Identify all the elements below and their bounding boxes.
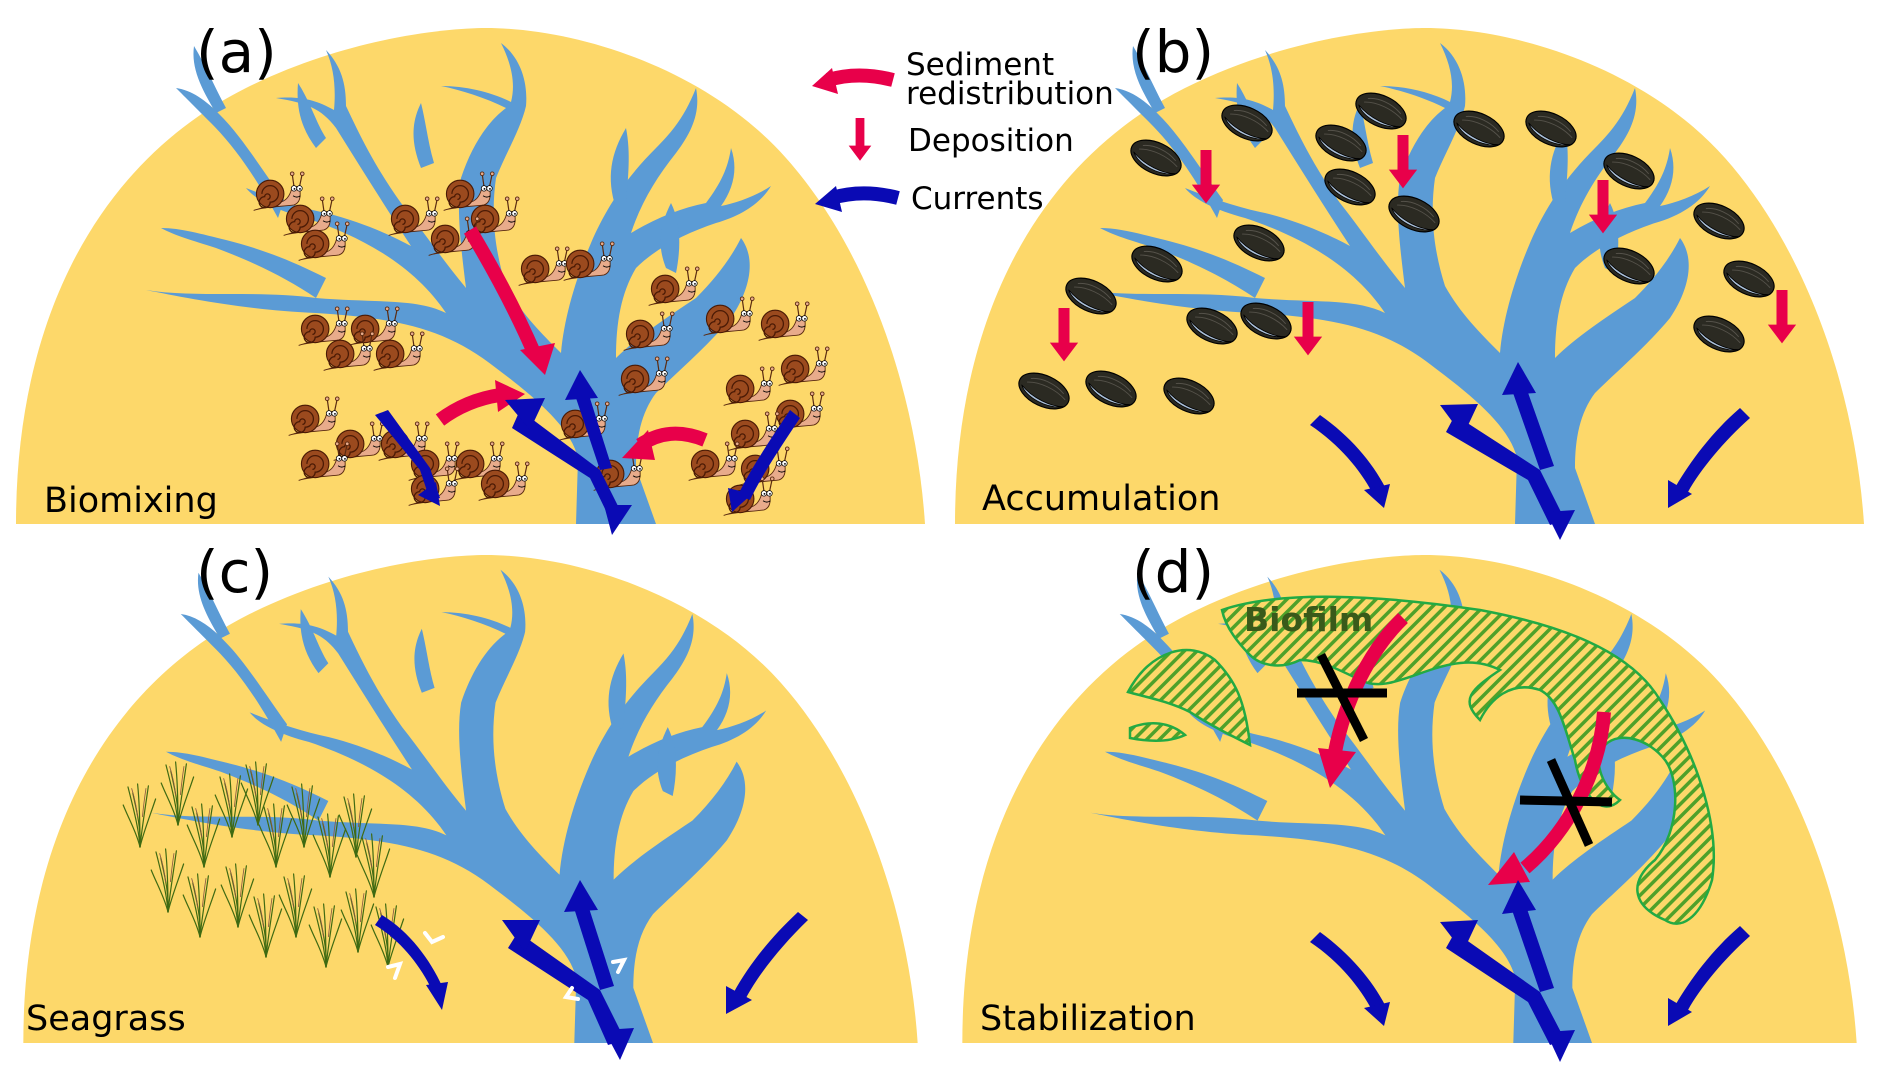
blue-current-arrow-icon [575,392,612,470]
blue-current-arrow-icon [1446,932,1565,1045]
panel-b-mode-label: Accumulation [982,479,1221,519]
blue-current-arrow-icon [1676,408,1750,492]
arrowhead-icon [604,1028,634,1060]
legend-label: Currents [911,181,1044,217]
arrowhead-icon [520,343,555,375]
current-arrows [375,370,800,535]
chevron-icon [562,986,580,1001]
arrowhead-icon [1364,1002,1390,1026]
turbulence-marks [386,931,628,1001]
blue-current-arrow-icon [375,410,440,500]
arrowhead-icon [604,505,632,535]
blue-current-arrow-icon [1310,932,1385,1010]
arrowhead-icon [565,370,598,400]
sediment-redistribution-arrows [435,226,708,460]
blue-curved-arrow-icon [829,186,900,205]
panel-b: (b) Accumulation [955,18,1864,540]
arrowhead-icon [502,920,540,952]
panel-c-mode-label: Seagrass [26,999,186,1039]
legend-item-currents: Currents [815,181,1044,217]
chevron-icon [611,957,628,974]
blue-current-arrow-icon [512,410,620,515]
blue-current-arrow-icon [1676,926,1750,1010]
panel-d: Biofilm (d) Stabilization [962,538,1857,1062]
panel-a-mode-label: Biomixing [44,481,218,521]
arrowhead-icon [1546,1030,1575,1062]
blue-current-arrow-icon [375,915,442,990]
panel-c: (c) Seagrass [23,538,918,1060]
arrowhead-icon [564,880,598,912]
blue-current-arrow-icon [734,912,808,998]
arrowhead-icon [1668,480,1692,508]
arrowhead-icon [1318,748,1356,788]
legend-label: Deposition [908,123,1074,159]
legend: Sediment redistribution Deposition Curre… [812,47,1114,217]
arrowhead-icon [726,986,752,1014]
arrowhead-icon [426,982,448,1010]
blocked-cross-icon [1297,652,1387,743]
arrowhead-icon [622,430,655,460]
red-curved-arrow-icon [435,388,502,426]
current-arrows [1310,880,1750,1062]
arrowhead-icon [495,380,525,412]
panel-a-tag: (a) [196,18,277,86]
legend-label-line1: Sediment [906,47,1054,83]
blocked-cross-icon [1519,758,1613,847]
panel-d-tag: (d) [1132,538,1214,606]
arrowhead-icon [1440,404,1478,436]
legend-item-deposition: Deposition [848,118,1074,161]
current-arrows [375,880,808,1060]
blue-current-arrow-icon [508,932,625,1045]
arrowhead-icon [1668,998,1692,1026]
arrowhead-icon [1546,510,1575,540]
biofilm-label: Biofilm [1244,600,1373,639]
blue-current-arrow-icon [738,410,800,500]
blue-current-arrow-icon [1310,415,1385,492]
red-curved-arrow-icon [463,226,542,358]
biofilm-patch [1126,595,1715,925]
arrowhead-icon [1364,484,1390,508]
blue-current-arrow-icon [574,905,614,990]
blue-current-arrow-icon [1512,906,1554,992]
blocked-sediment-arrows [1297,612,1613,885]
arrowhead-icon [1488,852,1530,885]
panel-d-mode-label: Stabilization [980,999,1196,1039]
arrowhead-icon [1440,920,1478,952]
red-curved-arrow-icon [1328,612,1408,754]
panel-b-tag: (b) [1132,18,1214,86]
legend-label-line2: redistribution [906,76,1114,112]
current-arrows [1310,362,1750,540]
blue-current-arrow-icon [1446,415,1565,525]
blue-current-arrow-icon [1512,387,1554,470]
arrowhead-icon [505,398,545,430]
chevron-icon [386,961,404,980]
arrowhead-icon [815,186,842,212]
red-curved-arrow-icon [825,68,895,87]
legend-item-sediment-redistribution: Sediment redistribution [812,47,1114,112]
chevron-icon [423,931,445,945]
red-down-arrow-icon [848,118,872,161]
arrowhead-icon [1502,362,1536,395]
arrowhead-icon [728,488,752,512]
arrowhead-icon [418,482,440,506]
panel-a: (a) Biomixing [16,18,925,535]
panel-c-tag: (c) [196,538,273,606]
arrowhead-icon [1502,880,1536,914]
arrowhead-icon [812,68,838,94]
